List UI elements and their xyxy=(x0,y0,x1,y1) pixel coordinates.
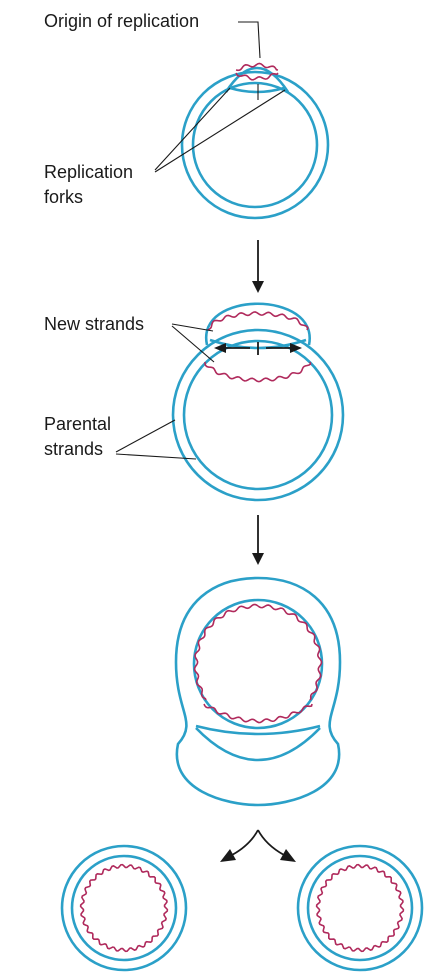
new-strand-segment xyxy=(207,311,309,331)
parental-label-line1: Parental xyxy=(44,414,111,434)
new-strand-segment xyxy=(235,72,279,81)
new-strand-segment xyxy=(235,62,279,72)
stage-3-circle xyxy=(174,576,342,807)
new-strand-segment xyxy=(203,703,313,724)
new-strands-label: New strands xyxy=(44,314,144,334)
stage-2-circle xyxy=(171,302,345,502)
split-arrows xyxy=(220,829,296,862)
new-strand-segment xyxy=(257,604,323,701)
new-strand-segment xyxy=(193,603,259,701)
daughter-circle-left xyxy=(60,844,188,972)
forks-label-line2: forks xyxy=(44,187,83,207)
daughter-circle-right xyxy=(296,844,424,972)
down-arrow-2 xyxy=(252,515,264,565)
forks-label-line1: Replication xyxy=(44,162,133,182)
new-strand-segment xyxy=(204,361,312,383)
down-arrow-1 xyxy=(252,240,264,293)
parental-label-line2: strands xyxy=(44,439,103,459)
stage-1-leaders xyxy=(154,21,286,173)
stage-2-leaders xyxy=(115,323,215,460)
origin-label: Origin of replication xyxy=(44,11,199,31)
stage-1-circle xyxy=(180,62,330,220)
new-strand-circle xyxy=(79,863,169,953)
new-strand-circle xyxy=(315,863,405,953)
